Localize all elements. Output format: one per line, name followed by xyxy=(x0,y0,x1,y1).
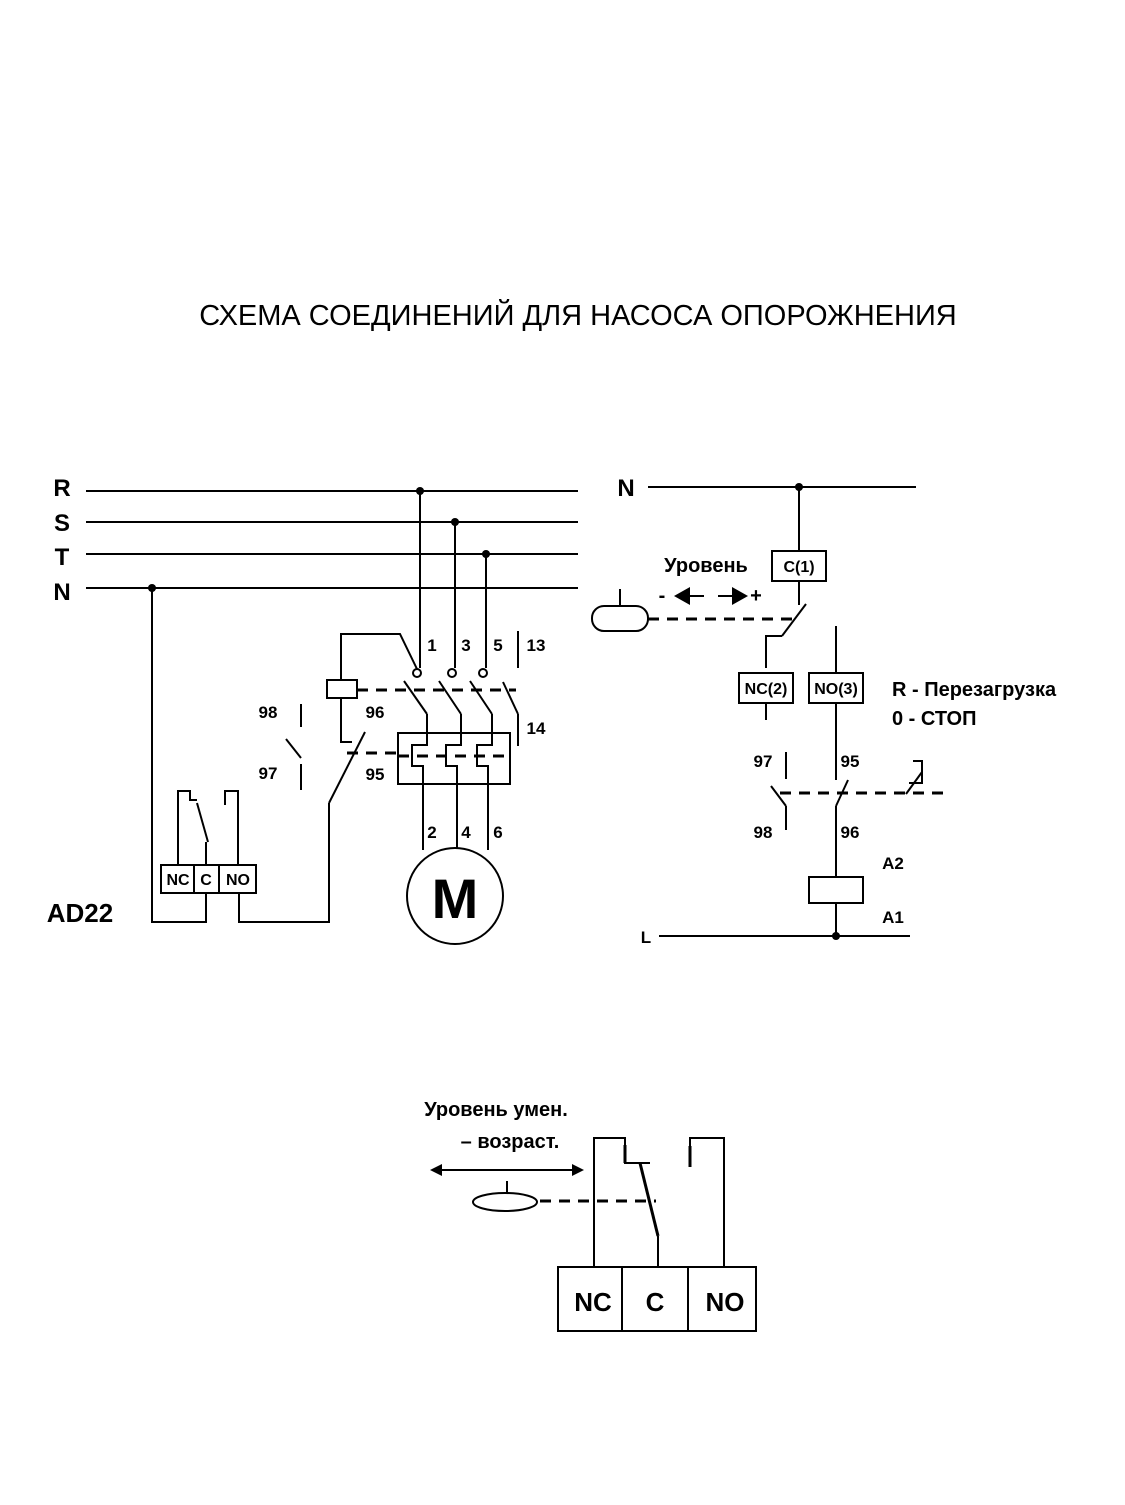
nc-overload-contact-blade xyxy=(285,738,302,759)
bus-label-s: S xyxy=(54,510,70,537)
contactor-terminal-circle xyxy=(412,668,422,678)
wire-to-nc xyxy=(765,635,782,668)
overload-relay-box xyxy=(397,732,511,785)
contactor-coil xyxy=(326,679,358,699)
coil-terminal-a1: A1 xyxy=(882,908,904,927)
terminal-5: 5 xyxy=(493,636,502,655)
relay-no-label: NO xyxy=(226,872,250,889)
relay-nc-lead xyxy=(177,790,197,865)
level-text-line-1: Уровень умен. xyxy=(424,1099,568,1121)
bottom-relay-detail: Уровень умен. – возраст. NC C NO xyxy=(424,1099,757,1332)
terminal-98-right: 98 xyxy=(754,823,773,842)
relay-switch-blade xyxy=(638,1162,660,1237)
level-text-line-2: – возраст. xyxy=(461,1131,560,1153)
coil-terminal-a2: A2 xyxy=(882,854,904,873)
relay-no-lead xyxy=(689,1137,725,1267)
level-label: Уровень xyxy=(664,555,748,577)
relay-c-label: C xyxy=(200,872,212,889)
contactor-aux-blade xyxy=(502,681,519,715)
device-name: AD22 xyxy=(47,898,113,928)
line-label: L xyxy=(641,928,651,947)
terminal-97-right: 97 xyxy=(754,752,773,771)
reset-button-blade xyxy=(905,771,923,795)
contactor-terminal-circle xyxy=(478,668,488,678)
float-sensor-icon xyxy=(472,1192,538,1212)
float-sensor-icon xyxy=(591,605,649,632)
terminal-98: 98 xyxy=(259,703,278,722)
overload-heater xyxy=(445,733,462,784)
contactor-blade xyxy=(438,680,462,715)
relay-nc-lead xyxy=(593,1137,650,1267)
relay-terminal-block xyxy=(160,864,257,894)
terminal-3: 3 xyxy=(461,636,470,655)
relay-nc-label: NC xyxy=(574,1287,612,1317)
arrow-right-icon xyxy=(572,1164,584,1176)
level-switch-blade xyxy=(781,603,807,637)
page-title: СХЕМА СОЕДИНЕНИЙ ДЛЯ НАСОСА ОПОРОЖНЕНИЯ xyxy=(199,298,956,332)
terminal-97: 97 xyxy=(259,764,278,783)
level-plus: + xyxy=(750,585,762,607)
arrow-left-icon xyxy=(674,587,690,605)
contactor-blade xyxy=(469,680,493,715)
bus-label-n: N xyxy=(53,579,70,606)
terminal-1: 1 xyxy=(427,636,436,655)
contactor-coil-right xyxy=(808,876,864,904)
motor-label: M xyxy=(432,867,479,930)
terminal-14: 14 xyxy=(527,719,546,738)
relay-nc-label: NC xyxy=(166,872,190,889)
terminal-6: 6 xyxy=(493,823,502,842)
terminal-95: 95 xyxy=(366,765,385,784)
terminal-2: 2 xyxy=(427,823,436,842)
terminal-96: 96 xyxy=(366,703,385,722)
terminal-96-right: 96 xyxy=(841,823,860,842)
bus-label-r: R xyxy=(53,475,70,502)
left-power-circuit: R S T N 1 3 5 13 14 xyxy=(47,475,578,945)
overload-heater xyxy=(411,733,428,784)
relay-no-label: NO xyxy=(706,1287,745,1317)
no-overload-contact-blade xyxy=(328,731,366,804)
contactor-terminal-circle xyxy=(447,668,457,678)
terminal-4: 4 xyxy=(461,823,471,842)
motor-symbol xyxy=(406,847,504,945)
contact-97-blade xyxy=(770,785,787,807)
contact-common-label: C(1) xyxy=(783,559,814,576)
right-control-circuit: N C(1) Уровень - + NC(2) NO(3) R - Перез… xyxy=(591,475,1057,947)
relay-switch-blade xyxy=(196,802,209,843)
contact-no-label: NO(3) xyxy=(814,681,858,698)
contact-nc-label: NC(2) xyxy=(745,681,788,698)
wire-neutral-to-relay xyxy=(151,588,207,923)
junction-dot xyxy=(832,932,840,940)
legend-reset: R - Перезагрузка xyxy=(892,679,1057,701)
terminal-95-right: 95 xyxy=(841,752,860,771)
neutral-label: N xyxy=(617,475,634,502)
coil-wire-top xyxy=(340,633,418,680)
coil-wire-bottom xyxy=(340,698,352,743)
terminal-13: 13 xyxy=(527,636,546,655)
legend-stop: 0 - СТОП xyxy=(892,708,977,730)
contactor-blade xyxy=(403,680,428,715)
overload-heater xyxy=(476,733,493,784)
wire-overload-to-relay xyxy=(238,803,330,923)
relay-no-lead xyxy=(224,790,239,865)
bus-label-t: T xyxy=(55,544,70,571)
relay-c-label: C xyxy=(646,1287,665,1317)
level-minus: - xyxy=(659,585,666,607)
arrow-left-icon xyxy=(430,1164,442,1176)
arrow-right-icon xyxy=(732,587,748,605)
